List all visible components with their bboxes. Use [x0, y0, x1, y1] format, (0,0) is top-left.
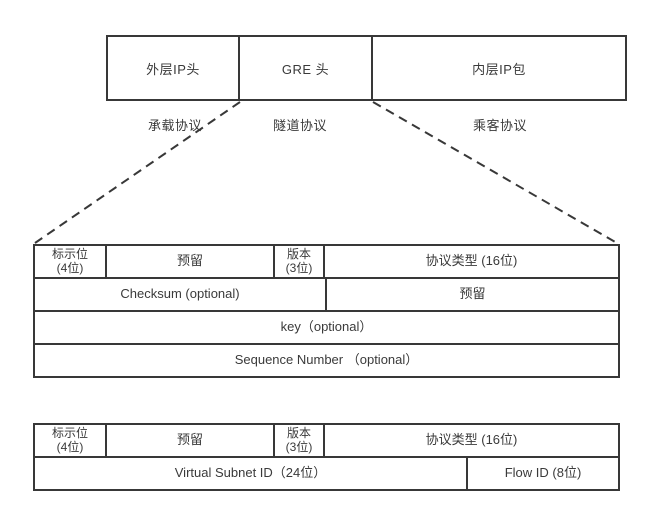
- passenger-protocol-label: 乘客协议: [472, 118, 527, 133]
- gre-flags-cell: 标示位 (4位): [35, 246, 107, 277]
- gre-key-cell: key（optional）: [280, 319, 373, 335]
- gre-reserved2-cell: 预留: [459, 286, 486, 302]
- nvgre-version-cell: 版本 (3位): [275, 425, 325, 456]
- nvgre-virtual-subnet-id-cell: Virtual Subnet ID（24位）: [35, 458, 468, 489]
- gre-reserved-cell: 预留: [107, 246, 275, 277]
- nvgre-flags-cell: 标示位 (4位): [35, 425, 107, 456]
- gre-protocol-type-cell: 协议类型 (16位): [425, 253, 518, 269]
- gre-version-cell: 版本 (3位): [275, 246, 325, 277]
- nvgre-header-table: 标示位 (4位) 预留 版本 (3位) 协议类型 (16位) Virtual S…: [33, 423, 620, 491]
- outer-ip-header-box: 外层IP头: [108, 37, 240, 99]
- nvgre-header-row-1: 标示位 (4位) 预留 版本 (3位) 协议类型 (16位): [35, 425, 618, 458]
- tunnel-protocol-label: 隧道协议: [272, 118, 327, 133]
- nvgre-header-row-2: Virtual Subnet ID（24位） Flow ID (8位): [35, 458, 618, 489]
- nvgre-reserved-cell: 预留: [107, 425, 275, 456]
- gre-header-row-2: Checksum (optional) 预留: [35, 279, 618, 312]
- gre-checksum-cell: Checksum (optional): [35, 279, 327, 310]
- bearer-protocol-label: 承载协议: [147, 118, 202, 133]
- packet-structure-row: 外层IP头 GRE 头 内层IP包: [106, 35, 627, 101]
- gre-header-box: GRE 头: [240, 37, 373, 99]
- inner-ip-packet-box: 内层IP包: [472, 61, 526, 77]
- gre-sequence-number-cell: Sequence Number （optional）: [234, 352, 419, 368]
- gre-header-row-4: Sequence Number （optional）: [35, 345, 618, 376]
- nvgre-protocol-type-cell: 协议类型 (16位): [425, 432, 518, 448]
- gre-header-table: 标示位 (4位) 预留 版本 (3位) 协议类型 (16位) Checksum …: [33, 244, 620, 378]
- gre-header-row-3: key（optional）: [35, 312, 618, 345]
- gre-header-row-1: 标示位 (4位) 预留 版本 (3位) 协议类型 (16位): [35, 246, 618, 279]
- nvgre-flow-id-cell: Flow ID (8位): [504, 465, 582, 481]
